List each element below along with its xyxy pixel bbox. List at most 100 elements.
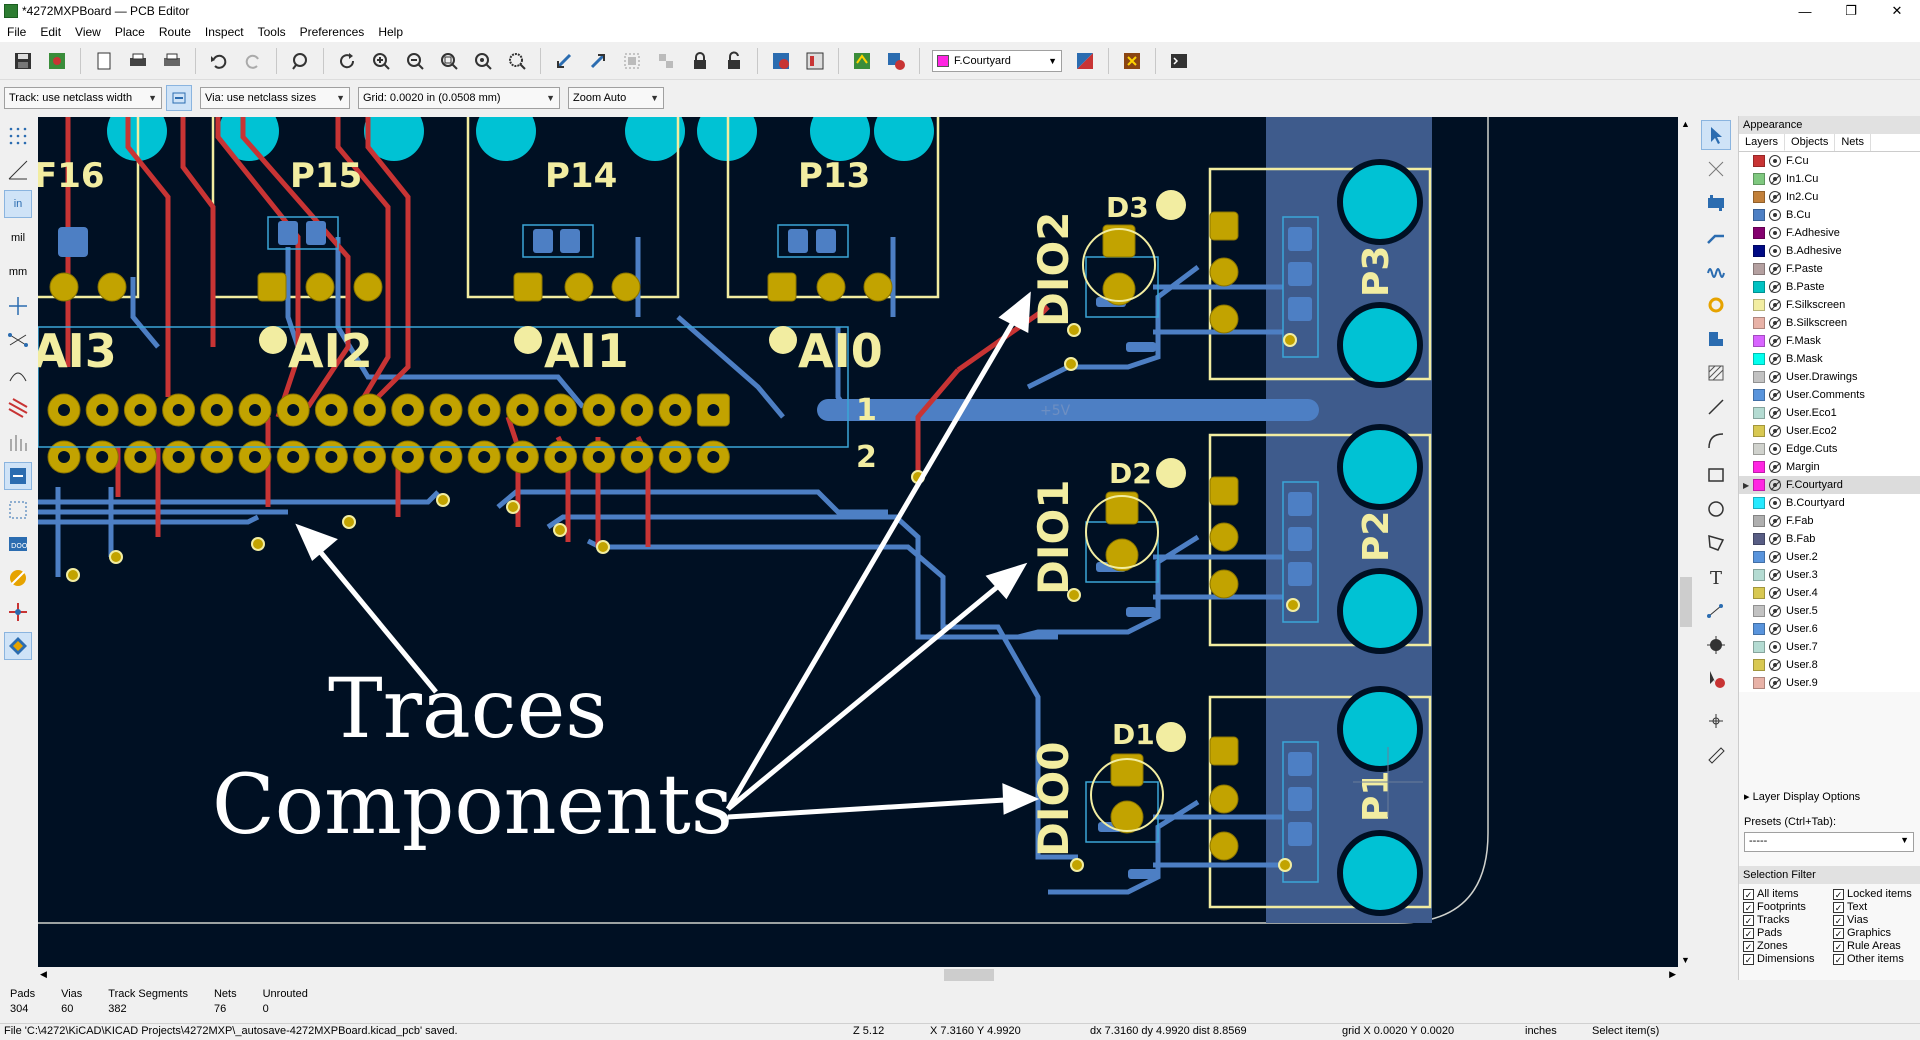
layer-color-swatch[interactable]	[1753, 407, 1765, 419]
layer-row[interactable]: In1.Cu	[1739, 170, 1920, 188]
zoom-fit-icon[interactable]	[436, 48, 462, 74]
filter-checkbox-item[interactable]: ✓Vias	[1833, 914, 1920, 926]
layer-row[interactable]: User.6	[1739, 620, 1920, 638]
eye-icon[interactable]	[1769, 155, 1781, 167]
layer-color-swatch[interactable]	[1753, 569, 1765, 581]
layer-row[interactable]: User.9	[1739, 674, 1920, 692]
layer-color-swatch[interactable]	[1753, 479, 1765, 491]
scroll-down-icon[interactable]: ▼	[1681, 955, 1690, 965]
zoom-objects-icon[interactable]	[470, 48, 496, 74]
layer-row[interactable]: User.3	[1739, 566, 1920, 584]
checkbox-checked-icon[interactable]: ✓	[1743, 941, 1754, 952]
filter-checkbox-item[interactable]: ✓Locked items	[1833, 888, 1920, 900]
eye-hidden-icon[interactable]	[1769, 533, 1781, 545]
find-icon[interactable]	[287, 48, 313, 74]
add-text-icon[interactable]: T	[1701, 562, 1731, 592]
layer-row[interactable]: User.8	[1739, 656, 1920, 674]
layer-color-swatch[interactable]	[1753, 677, 1765, 689]
horizontal-scroll-thumb[interactable]	[944, 969, 994, 981]
layer-row[interactable]: F.Silkscreen	[1739, 296, 1920, 314]
appearance-toggle-icon[interactable]	[4, 632, 32, 660]
local-ratsnest-icon[interactable]	[1701, 154, 1731, 184]
unit-inches-button[interactable]: in	[4, 190, 32, 218]
layer-row[interactable]: User.Drawings	[1739, 368, 1920, 386]
eye-hidden-icon[interactable]	[1769, 191, 1781, 203]
layer-color-swatch[interactable]	[1753, 173, 1765, 185]
eye-hidden-icon[interactable]	[1769, 263, 1781, 275]
layer-color-swatch[interactable]	[1753, 155, 1765, 167]
layer-row[interactable]: User.7	[1739, 638, 1920, 656]
zoom-out-icon[interactable]	[402, 48, 428, 74]
active-layer-select[interactable]: F.Courtyard ▼	[932, 50, 1062, 72]
layer-row[interactable]: Margin	[1739, 458, 1920, 476]
eye-icon[interactable]	[1769, 443, 1781, 455]
cursor-shape-icon[interactable]	[4, 292, 32, 320]
unit-mils-button[interactable]: mil	[4, 224, 32, 252]
layer-pair-icon[interactable]	[1072, 48, 1098, 74]
layer-color-swatch[interactable]	[1753, 461, 1765, 473]
filter-checkbox-item[interactable]: ✓Dimensions	[1743, 953, 1833, 965]
eye-hidden-icon[interactable]	[1769, 317, 1781, 329]
check-rules-icon[interactable]	[883, 48, 909, 74]
layer-row[interactable]: F.Mask	[1739, 332, 1920, 350]
eye-hidden-icon[interactable]	[1769, 335, 1781, 347]
scroll-left-icon[interactable]: ◀	[40, 969, 47, 980]
scripting-icon[interactable]	[1119, 48, 1145, 74]
rotate-ccw-icon[interactable]	[551, 48, 577, 74]
eye-icon[interactable]	[1769, 497, 1781, 509]
menu-file[interactable]: File	[0, 25, 33, 39]
layer-row[interactable]: B.Mask	[1739, 350, 1920, 368]
eye-hidden-icon[interactable]	[1769, 281, 1781, 293]
layer-color-swatch[interactable]	[1753, 443, 1765, 455]
maximize-button[interactable]: ❐	[1828, 0, 1874, 22]
eye-hidden-icon[interactable]	[1769, 371, 1781, 383]
add-via-icon[interactable]	[1701, 290, 1731, 320]
select-arrow-icon[interactable]	[1701, 120, 1731, 150]
scroll-right-icon[interactable]: ▶	[1669, 969, 1676, 980]
layer-row[interactable]: User.Comments	[1739, 386, 1920, 404]
checkbox-checked-icon[interactable]: ✓	[1833, 915, 1844, 926]
eye-hidden-icon[interactable]	[1769, 479, 1781, 491]
menu-help[interactable]: Help	[371, 25, 410, 39]
update-from-schematic-icon[interactable]	[849, 48, 875, 74]
zoom-select[interactable]: Zoom Auto▼	[568, 87, 664, 109]
layer-row[interactable]: F.Paste	[1739, 260, 1920, 278]
tune-length-icon[interactable]	[1701, 256, 1731, 286]
layer-color-swatch[interactable]	[1753, 551, 1765, 563]
eye-hidden-icon[interactable]	[1769, 605, 1781, 617]
eye-hidden-icon[interactable]	[1769, 407, 1781, 419]
layer-row[interactable]: User.2	[1739, 548, 1920, 566]
drc-icon[interactable]	[768, 48, 794, 74]
layer-row[interactable]: B.Fab	[1739, 530, 1920, 548]
zoom-in-icon[interactable]	[368, 48, 394, 74]
layer-row[interactable]: User.5	[1739, 602, 1920, 620]
ratsnest-icon[interactable]	[4, 326, 32, 354]
print-icon[interactable]	[125, 48, 151, 74]
eye-hidden-icon[interactable]	[1769, 623, 1781, 635]
grid-select[interactable]: Grid: 0.0020 in (0.0508 mm)▼	[358, 87, 560, 109]
draw-polygon-icon[interactable]	[1701, 528, 1731, 558]
eye-hidden-icon[interactable]	[1769, 299, 1781, 311]
layer-row[interactable]: Edge.Cuts	[1739, 440, 1920, 458]
checkbox-checked-icon[interactable]: ✓	[1833, 928, 1844, 939]
presets-select[interactable]: ----- ▼	[1744, 832, 1914, 852]
layer-color-swatch[interactable]	[1753, 227, 1765, 239]
layer-display-options[interactable]: ▸ Layer Display Options	[1744, 790, 1860, 803]
undo-icon[interactable]	[206, 48, 232, 74]
draw-rectangle-icon[interactable]	[1701, 460, 1731, 490]
console-icon[interactable]	[1166, 48, 1192, 74]
menu-inspect[interactable]: Inspect	[198, 25, 251, 39]
menu-tools[interactable]: Tools	[251, 25, 293, 39]
layer-color-swatch[interactable]	[1753, 641, 1765, 653]
checkbox-checked-icon[interactable]: ✓	[1743, 902, 1754, 913]
filter-checkbox-item[interactable]: ✓Text	[1833, 901, 1920, 913]
layer-color-swatch[interactable]	[1753, 389, 1765, 401]
layer-row[interactable]: User.Eco1	[1739, 404, 1920, 422]
add-dimension-icon[interactable]	[1701, 596, 1731, 626]
eye-hidden-icon[interactable]	[1769, 587, 1781, 599]
layer-color-swatch[interactable]	[1753, 605, 1765, 617]
layer-row[interactable]: B.Paste	[1739, 278, 1920, 296]
eye-hidden-icon[interactable]	[1769, 659, 1781, 671]
high-contrast-icon[interactable]	[4, 564, 32, 592]
layer-row[interactable]: User.4	[1739, 584, 1920, 602]
